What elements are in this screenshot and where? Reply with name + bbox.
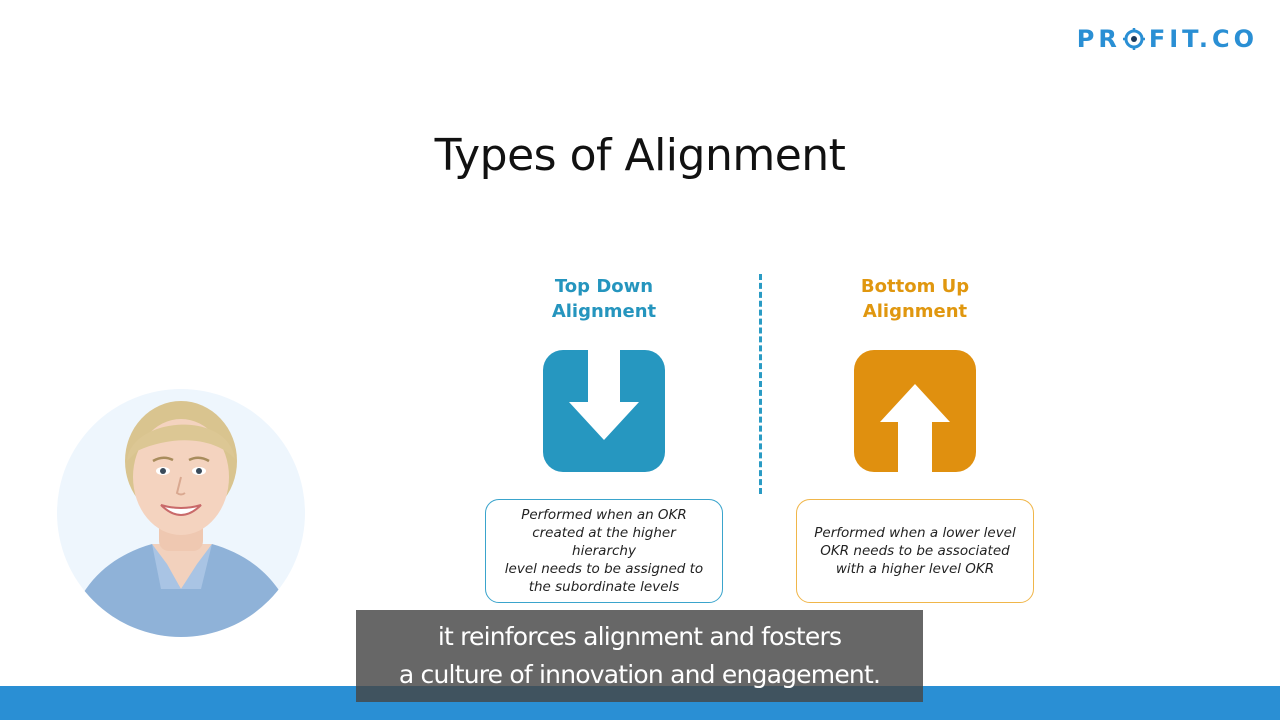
- top-down-desc-line: the subordinate levels: [528, 579, 680, 595]
- arrow-up-icon: [880, 384, 950, 472]
- target-icon: [1122, 28, 1145, 50]
- top-down-heading-line1: Top Down: [554, 276, 654, 297]
- top-down-desc-line: Performed when an OKR: [521, 507, 687, 523]
- subtitle-caption: it reinforces alignment and fosters a cu…: [356, 610, 923, 702]
- bottom-up-desc-line: Performed when a lower level: [814, 525, 1016, 541]
- top-down-desc-line: created at the higher hierarchy: [532, 525, 676, 559]
- presenter-avatar: [57, 389, 305, 637]
- bottom-up-desc-line: OKR needs to be associated: [820, 543, 1010, 559]
- bottom-up-heading: Bottom Up Alignment: [795, 274, 1035, 324]
- bottom-up-tile: [854, 350, 976, 472]
- bottom-up-desc-line: with a higher level OKR: [835, 561, 995, 577]
- column-divider: [759, 274, 762, 494]
- subtitle-line-2: a culture of innovation and engagement.: [398, 660, 881, 689]
- top-down-heading: Top Down Alignment: [484, 274, 724, 324]
- top-down-tile: [543, 350, 665, 472]
- bottom-up-description: Performed when a lower level OKR needs t…: [796, 499, 1034, 603]
- top-down-desc-line: level needs to be assigned to: [504, 561, 704, 577]
- profit-co-logo: PR FIT.CO: [1077, 22, 1258, 56]
- bottom-up-heading-line1: Bottom Up: [860, 276, 970, 297]
- logo-text-left: PR: [1076, 25, 1121, 53]
- bottom-up-heading-line2: Alignment: [862, 301, 968, 322]
- subtitle-line-1: it reinforces alignment and fosters: [437, 622, 842, 651]
- slide-title: Types of Alignment: [434, 130, 846, 181]
- top-down-heading-line2: Alignment: [551, 301, 657, 322]
- arrow-down-icon: [569, 350, 639, 440]
- top-down-description: Performed when an OKR created at the hig…: [485, 499, 723, 603]
- logo-text-right: FIT.CO: [1148, 25, 1258, 53]
